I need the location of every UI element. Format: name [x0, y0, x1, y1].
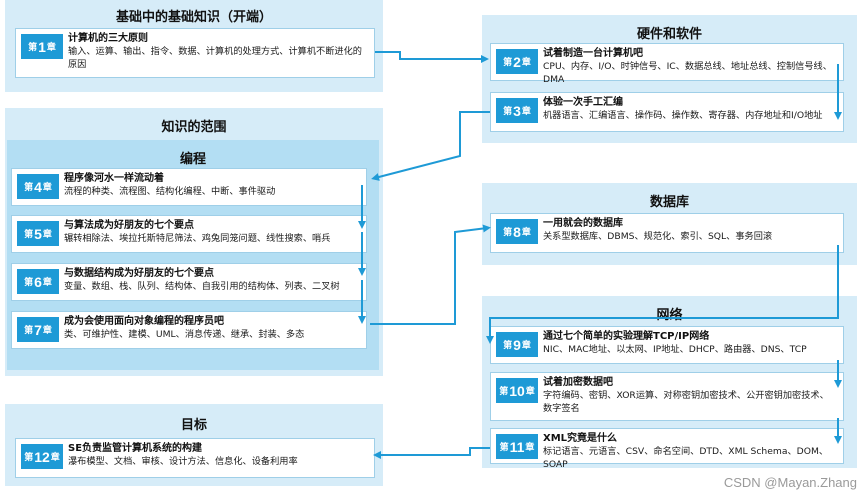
arrow-ch3-to-ch4 — [371, 111, 490, 181]
chapter-2-desc: CPU、内存、I/O、时钟信号、IC、数据总线、地址总线、控制信号线、DMA — [543, 61, 832, 85]
database-title: 数据库 — [649, 195, 689, 210]
arrow-ch11-to-ch12 — [373, 447, 490, 459]
network-title: 网络 — [656, 308, 683, 323]
chapter-4-desc: 流程的种类、流程图、结构化编程、中断、事件驱动 — [64, 186, 276, 197]
chapter-4-title: 程序像河水一样流动着 — [64, 173, 164, 184]
hardware-software-title: 硬件和软件 — [636, 27, 702, 42]
fundamentals-title: 基础中的基础知识（开端） — [115, 10, 272, 25]
chapter-10-desc: 字符编码、密钥、XOR运算、对称密钥加密技术、公开密钥加密技术、数字签名 — [543, 390, 829, 414]
chapter-12-title: SE负责监管计算机系统的构建 — [68, 443, 203, 454]
chapter-9-desc: NIC、MAC地址、以太网、IP地址、DHCP、路由器、DNS、TCP — [543, 344, 807, 355]
chapter-7-desc: 类、可维护性、建模、UML、消息传递、继承、封装、多态 — [64, 329, 305, 340]
chapter-8-desc: 关系型数据库、DBMS、规范化、索引、SQL、事务回滚 — [543, 231, 773, 242]
chapter-6-title: 与数据结构成为好朋友的七个要点 — [64, 268, 214, 279]
chapter-9-title: 通过七个简单的实验理解TCP/IP网络 — [543, 331, 710, 342]
chapter-2-title: 试着制造一台计算机吧 — [543, 48, 643, 59]
chapter-12-desc: 瀑布模型、文档、审核、设计方法、信息化、设备利用率 — [68, 456, 298, 467]
chapter-7-title: 成为会使用面向对象编程的程序员吧 — [64, 316, 224, 327]
chapter-1-desc: 输入、运算、输出、指令、数据、计算机的处理方式、计算机不断进化的原因 — [68, 46, 362, 70]
arrow-ch1-to-ch2 — [375, 51, 489, 63]
chapter-11-desc: 标记语言、元语言、CSV、命名空间、DTD、XML Schema、DOM、SOA… — [543, 446, 829, 470]
programming-title: 编程 — [179, 152, 206, 167]
chapter-3-desc: 机器语言、汇编语言、操作码、操作数、寄存器、内存地址和I/O地址 — [543, 110, 823, 121]
chapter-11-title: XML究竟是什么 — [543, 433, 618, 444]
knowledge-scope-title: 知识的范围 — [161, 120, 227, 135]
chapter-3-title: 体验一次手工汇编 — [543, 97, 623, 108]
arrow-ch7-to-ch8 — [370, 224, 491, 325]
goal-title: 目标 — [180, 418, 207, 433]
chapter-10-title: 试着加密数据吧 — [543, 377, 613, 388]
watermark: CSDN @Mayan.Zhang — [723, 475, 857, 490]
chapter-6-desc: 变量、数组、栈、队列、结构体、自我引用的结构体、列表、二叉树 — [64, 281, 340, 292]
chapter-5-desc: 辗转相除法、埃拉托斯特尼筛法、鸡兔同笼问题、线性搜索、哨兵 — [64, 233, 331, 244]
chapter-5-title: 与算法成为好朋友的七个要点 — [64, 220, 194, 231]
chapter-1-title: 计算机的三大原则 — [68, 33, 148, 44]
chapter-8-title: 一用就会的数据库 — [543, 218, 623, 229]
